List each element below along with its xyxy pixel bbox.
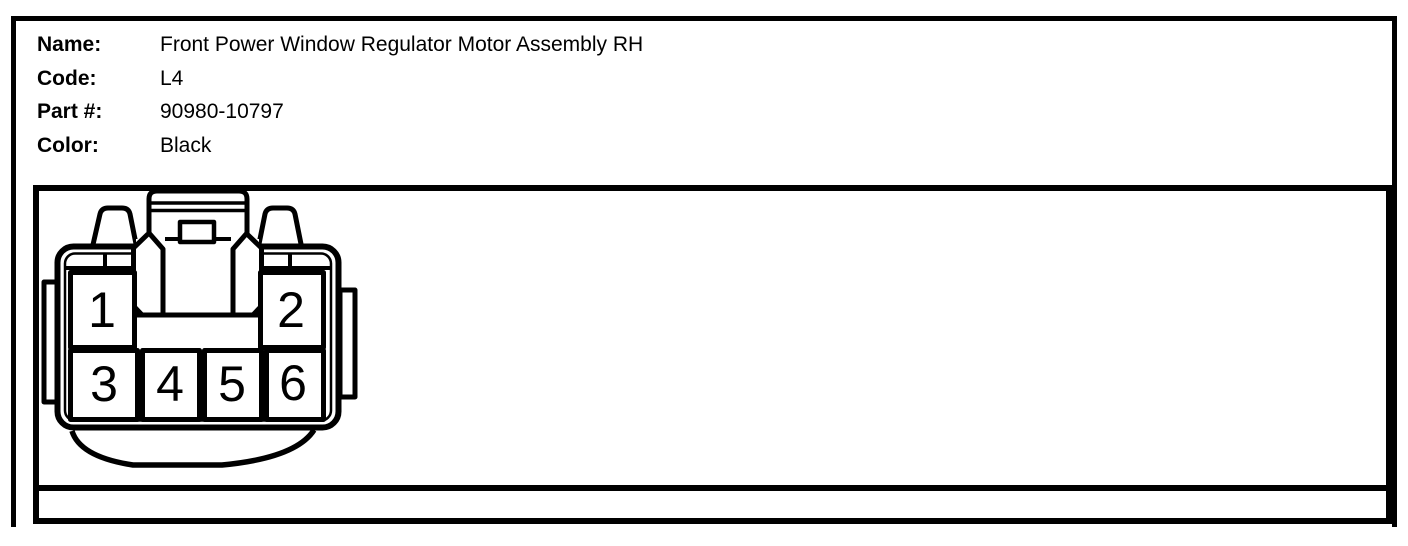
pin-cavity-5 <box>202 348 264 422</box>
field-row-name: Name: Front Power Window Regulator Motor… <box>37 28 1392 62</box>
footer-strip <box>39 485 1386 518</box>
field-row-part-number: Part #: 90980-10797 <box>37 95 1392 129</box>
cavity-notches <box>64 253 332 270</box>
pin-cavity-3 <box>68 348 140 422</box>
connector-diagram-area: 1 2 3 4 5 6 <box>39 189 1386 485</box>
field-row-code: Code: L4 <box>37 62 1392 96</box>
pin-label-2: 2 <box>277 282 305 338</box>
pin-label-6: 6 <box>279 355 307 411</box>
left-guide-tab <box>89 205 140 252</box>
part-info-header: Name: Front Power Window Regulator Motor… <box>16 21 1392 185</box>
name-label: Name: <box>37 33 102 56</box>
pin-cavity-1 <box>68 270 137 350</box>
part-number-value: 90980-10797 <box>160 100 284 123</box>
right-side-tab <box>337 287 358 400</box>
pin-cavity-2 <box>258 270 326 350</box>
pin-label-5: 5 <box>218 356 246 412</box>
code-value: L4 <box>160 66 184 90</box>
color-label: Color: <box>37 133 99 157</box>
latch-ribs <box>149 201 247 213</box>
connector-line-art <box>41 189 358 468</box>
field-row-color: Color: Black <box>37 129 1392 163</box>
right-guide-tab <box>255 205 305 252</box>
pin-label-3: 3 <box>90 356 118 412</box>
part-number-label: Part #: <box>37 100 103 123</box>
page-frame: Name: Front Power Window Regulator Motor… <box>11 16 1397 527</box>
color-value: Black <box>160 133 212 157</box>
pin-label-1: 1 <box>88 282 116 338</box>
connector-drawing: 1 2 3 4 5 6 <box>39 189 369 471</box>
connector-boot <box>69 428 317 468</box>
pin-cavity-6 <box>264 348 326 422</box>
pin-cavity-4 <box>140 348 202 422</box>
latch-button <box>177 219 217 245</box>
latch <box>146 189 250 317</box>
connector-diagram-box: 1 2 3 4 5 6 <box>33 185 1392 524</box>
name-value: Front Power Window Regulator Motor Assem… <box>160 33 644 56</box>
code-label: Code: <box>37 66 97 90</box>
pin-label-4: 4 <box>156 356 184 412</box>
